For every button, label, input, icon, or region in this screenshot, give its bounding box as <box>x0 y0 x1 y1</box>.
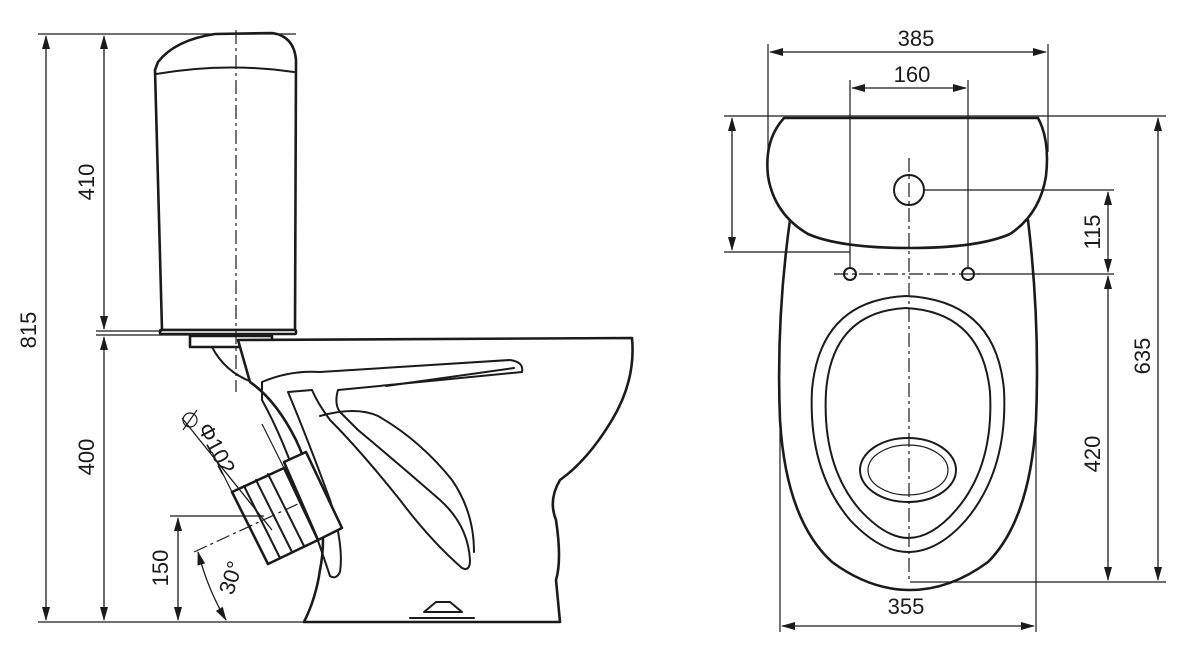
dim-cistern-width: 385 <box>769 26 1047 56</box>
side-view: 815 410 400 150 30° Φ102 <box>16 30 634 624</box>
label-115: 115 <box>1080 214 1105 249</box>
dim-outlet-angle: 30° <box>197 551 248 621</box>
side-extension-lines <box>38 33 560 623</box>
label-355: 355 <box>888 594 925 619</box>
cistern-top <box>766 116 1049 250</box>
cistern-side <box>153 31 298 336</box>
outlet-centerline <box>193 502 301 553</box>
dim-fixing-to-front: 420 <box>1080 275 1112 581</box>
label-30deg: 30° <box>214 558 248 597</box>
label-420: 420 <box>1080 436 1105 473</box>
label-150: 150 <box>148 550 173 587</box>
top-view: 385 160 115 635 420 355 <box>724 26 1166 632</box>
dim-outlet-height: 150 <box>148 517 182 621</box>
dim-cistern-height: 410 <box>74 35 108 330</box>
label-102: Φ102 <box>193 419 241 479</box>
bowl-top <box>777 218 1039 592</box>
label-815: 815 <box>16 312 41 349</box>
outlet-pipe <box>230 450 344 566</box>
label-385: 385 <box>898 26 935 51</box>
top-extension-lines <box>724 44 1166 632</box>
dim-fixing-spacing: 160 <box>851 62 967 92</box>
label-400: 400 <box>74 439 99 476</box>
dim-total-height: 815 <box>16 35 50 621</box>
label-635: 635 <box>1130 338 1155 375</box>
label-410: 410 <box>74 164 99 201</box>
dim-cistern-fixing-offset: 115 <box>1080 191 1112 273</box>
dim-bowl-width: 355 <box>781 594 1035 630</box>
dim-total-depth: 635 <box>1130 117 1162 581</box>
dim-seat-height: 400 <box>74 336 108 621</box>
label-160: 160 <box>894 62 931 87</box>
